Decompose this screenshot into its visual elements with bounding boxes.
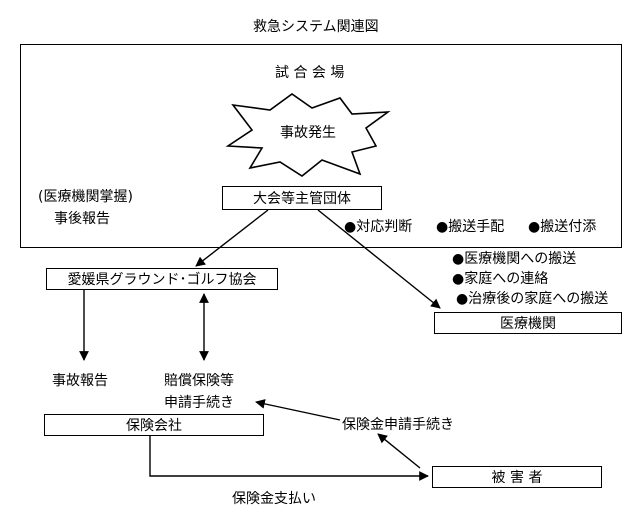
- incident-starburst-shape: [225, 93, 391, 177]
- hospital-action-return-home: ●治療後の家庭への搬送: [456, 291, 609, 307]
- insurance-payment-label: 保険金支払い: [232, 491, 316, 507]
- incident-label: 事故発生: [280, 125, 336, 141]
- compensation-line2: 申請手続き: [164, 395, 234, 411]
- insurance-company-box: 保険会社: [44, 414, 264, 436]
- insurance-company-label: 保険会社: [126, 418, 182, 434]
- arrow-organizer-to-hospital: [317, 209, 441, 309]
- association-box: 愛媛県グラウンド･ゴルフ協会: [46, 268, 278, 290]
- arrow-claim-to-compensation: [255, 399, 341, 421]
- venue-frame: [20, 44, 622, 248]
- organizer-box: 大会等主管団体: [222, 186, 382, 210]
- accident-report-label: 事故報告: [52, 373, 108, 389]
- diagram-title: 救急システム関連図: [253, 19, 379, 35]
- hospital-box: 医療機関: [434, 312, 622, 334]
- compensation-line1: 賠償保険等: [164, 373, 234, 389]
- hospital-action-family-contact: ●家庭への連絡: [452, 271, 549, 287]
- organizer-label: 大会等主管団体: [253, 191, 351, 207]
- left-note-line1: (医療機関掌握): [38, 189, 133, 205]
- organizer-action-judgement: ●対応判断: [344, 219, 413, 235]
- hospital-label: 医療機関: [500, 316, 556, 332]
- organizer-action-transport-arrange: ●搬送手配: [436, 219, 505, 235]
- insurance-claim-label: 保険金申請手続き: [342, 417, 454, 433]
- hospital-action-transport: ●医療機関への搬送: [452, 251, 577, 267]
- organizer-action-transport-accompany: ●搬送付添: [528, 219, 597, 235]
- arrow-organizer-to-association: [195, 209, 269, 267]
- left-note-line2: 事後報告: [54, 211, 110, 227]
- venue-label: 試 合 会 場: [275, 65, 345, 81]
- association-label: 愛媛県グラウンド･ゴルフ協会: [67, 272, 257, 288]
- victim-box: 被 害 者: [432, 466, 602, 488]
- victim-label: 被 害 者: [491, 470, 543, 486]
- arrow-claim-to-victim: [377, 433, 421, 469]
- arrow-company-to-victim: [149, 436, 429, 481]
